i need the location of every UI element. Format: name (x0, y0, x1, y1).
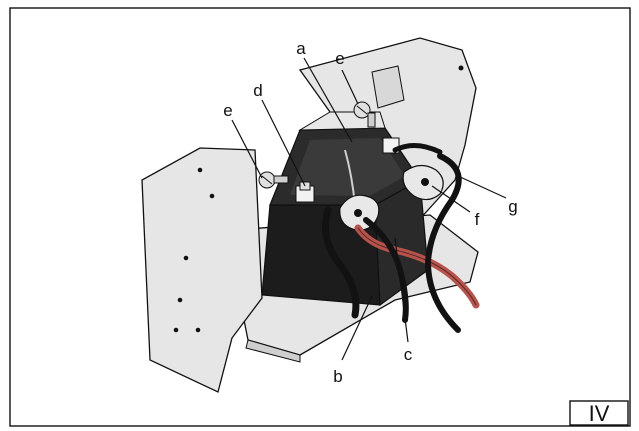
battery-top-highlight (290, 138, 405, 196)
callout-e-left: e (223, 101, 232, 120)
clamp-c-hole (354, 209, 362, 217)
black-cable-upper (392, 143, 443, 155)
panel-id-box: IV (569, 400, 629, 426)
callout-e-top: e (335, 49, 344, 68)
black-cable-c (363, 217, 409, 323)
clamp-f-hole (421, 178, 429, 186)
back-bracket-strap (371, 65, 405, 109)
screw-left-icon (258, 171, 289, 189)
base-tray-lip (245, 339, 301, 363)
callout-f: f (475, 210, 480, 229)
screw-top-icon (353, 101, 376, 128)
left-bracket (141, 147, 263, 393)
figure-frame (9, 7, 631, 427)
leader-lines (231, 57, 507, 361)
panel-id-label: IV (589, 401, 610, 426)
callout-g: g (508, 197, 517, 216)
callout-d: d (253, 81, 262, 100)
callout-b: b (333, 367, 342, 386)
black-cable-main (322, 206, 360, 319)
bracket-hole (458, 65, 464, 71)
left-bracket-holes (173, 167, 215, 333)
callout-a: a (296, 39, 306, 58)
callout-c: c (404, 345, 413, 364)
